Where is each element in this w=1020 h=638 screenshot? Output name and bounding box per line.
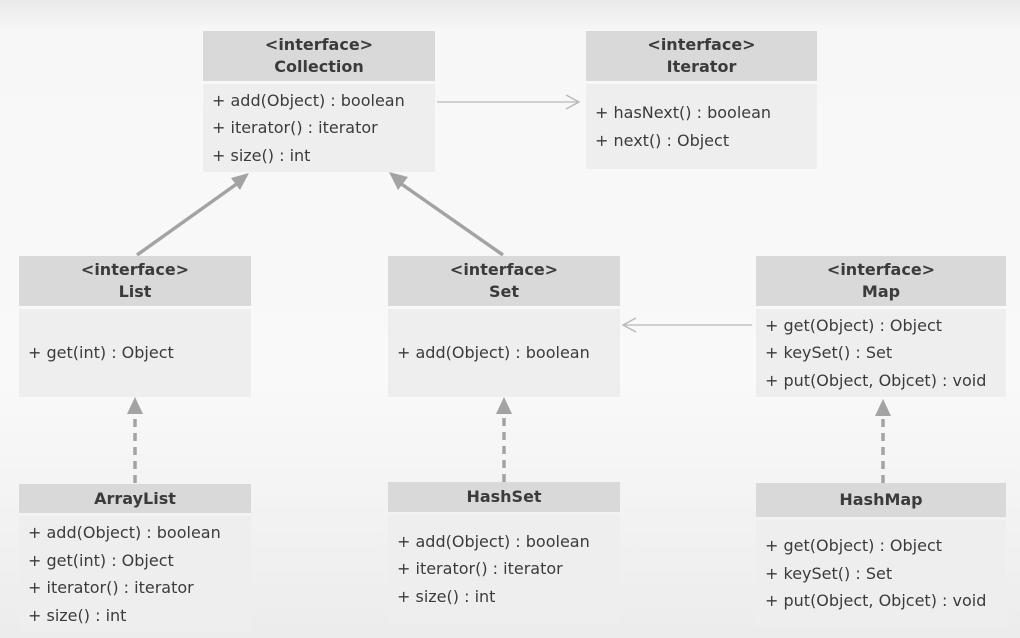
member: + iterator() : iterator bbox=[397, 559, 563, 579]
iterator-members: + hasNext() : boolean + next() : Object bbox=[586, 84, 817, 169]
hashset-header: HashSet bbox=[388, 482, 620, 512]
member: + add(Object) : boolean bbox=[397, 343, 590, 363]
map-header: <interface> Map bbox=[756, 256, 1006, 306]
member: + next() : Object bbox=[595, 130, 730, 150]
stereotype-label: <interface> bbox=[449, 260, 559, 279]
set-extends-collection-arrow bbox=[398, 181, 505, 257]
collection-uses-iterator-arrowhead bbox=[565, 94, 581, 110]
list-class: <interface> List + get(int) : Object bbox=[19, 256, 251, 397]
member: + add(Object) : boolean bbox=[28, 523, 221, 542]
class-name: Map bbox=[861, 282, 901, 301]
list-extends-collection-arrowhead bbox=[231, 173, 249, 190]
arraylist-members: + add(Object) : boolean + get(int) : Obj… bbox=[19, 516, 251, 632]
class-name: HashSet bbox=[466, 487, 542, 506]
list-extends-collection-arrow bbox=[135, 181, 240, 257]
arraylist-header: ArrayList bbox=[19, 484, 251, 513]
stereotype-label: <interface> bbox=[826, 260, 936, 279]
member: + get(Object) : Object bbox=[765, 315, 943, 335]
set-members: + add(Object) : boolean bbox=[388, 309, 620, 397]
hashmap-members: + get(Object) : Object + keySet() : Set … bbox=[756, 520, 1006, 627]
member: + size() : int bbox=[397, 586, 496, 606]
member: + keySet() : Set bbox=[765, 563, 893, 583]
member: + put(Object, Objcet) : void bbox=[765, 591, 987, 611]
hashmap-implements-map-arrowhead bbox=[875, 399, 891, 416]
member: + size() : int bbox=[212, 145, 311, 165]
member: + hasNext() : boolean bbox=[595, 103, 772, 122]
hashset-implements-set-arrowhead bbox=[496, 397, 512, 414]
set-class: <interface> Set + add(Object) : boolean bbox=[388, 256, 620, 397]
member: + add(Object) : boolean bbox=[397, 531, 590, 551]
collection-class: <interface> Collection + add(Object) : b… bbox=[203, 31, 435, 172]
collection-members: + add(Object) : boolean + iterator() : i… bbox=[203, 84, 435, 172]
class-name: ArrayList bbox=[94, 488, 176, 508]
list-header: <interface> List bbox=[19, 256, 251, 306]
member: + keySet() : Set bbox=[765, 343, 893, 363]
class-name: HashMap bbox=[839, 490, 923, 509]
member: + iterator() : iterator bbox=[28, 578, 194, 597]
hashset-members: + add(Object) : boolean + iterator() : i… bbox=[388, 515, 620, 623]
member: + iterator() : iterator bbox=[212, 118, 378, 138]
stereotype-label: <interface> bbox=[647, 35, 756, 54]
iterator-class: <interface> Iterator + hasNext() : boole… bbox=[586, 31, 817, 169]
arraylist-implements-list-arrowhead bbox=[127, 397, 143, 414]
map-members: + get(Object) : Object + keySet() : Set … bbox=[756, 309, 1006, 397]
hashmap-header: HashMap bbox=[756, 483, 1006, 517]
map-class: <interface> Map + get(Object) : Object +… bbox=[756, 256, 1006, 397]
class-name: Collection bbox=[274, 57, 364, 76]
hashmap-class: HashMap + get(Object) : Object + keySet(… bbox=[756, 483, 1006, 627]
stereotype-label: <interface> bbox=[264, 35, 374, 54]
member: + size() : int bbox=[28, 605, 127, 625]
map-uses-set-arrowhead bbox=[621, 317, 637, 333]
class-name: List bbox=[118, 282, 152, 301]
member: + get(Object) : Object bbox=[765, 536, 943, 556]
set-extends-collection-arrowhead bbox=[389, 172, 408, 190]
list-members: + get(int) : Object bbox=[19, 309, 251, 397]
arraylist-class: ArrayList + add(Object) : boolean + get(… bbox=[19, 484, 251, 632]
collection-header: <interface> Collection bbox=[203, 31, 435, 81]
member: + put(Object, Objcet) : void bbox=[765, 370, 987, 390]
member: + add(Object) : boolean bbox=[212, 90, 405, 110]
member: + get(int) : Object bbox=[28, 343, 174, 363]
class-name: Iterator bbox=[666, 57, 737, 76]
iterator-header: <interface> Iterator bbox=[586, 31, 817, 81]
set-header: <interface> Set bbox=[388, 256, 620, 306]
hashset-class: HashSet + add(Object) : boolean + iterat… bbox=[388, 482, 620, 623]
member: + get(int) : Object bbox=[28, 550, 174, 570]
stereotype-label: <interface> bbox=[80, 260, 190, 279]
class-name: Set bbox=[488, 282, 520, 301]
